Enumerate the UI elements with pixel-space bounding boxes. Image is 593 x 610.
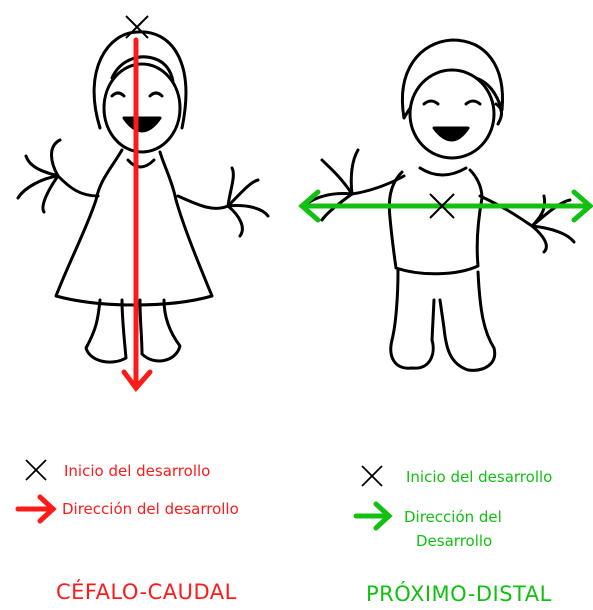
x-mark-icon bbox=[25, 459, 47, 481]
proximo-distal-arrow bbox=[298, 189, 593, 223]
girl-illustration bbox=[16, 30, 270, 364]
cephalo-caudal-arrow bbox=[121, 37, 153, 392]
arrow-right-icon bbox=[353, 501, 393, 531]
cephalo-direction-label: Dirección del desarrollo bbox=[62, 500, 239, 518]
cephalo-caudal-title: CÉFALO-CAUDAL bbox=[56, 580, 237, 604]
boy-illustration bbox=[304, 38, 576, 372]
cephalo-start-label: Inicio del desarrollo bbox=[64, 462, 211, 480]
proximo-direction-label-line1: Dirección del bbox=[404, 508, 502, 526]
proximo-start-label: Inicio del desarrollo bbox=[406, 468, 553, 486]
proximo-distal-title: PRÓXIMO-DISTAL bbox=[366, 582, 552, 606]
proximo-direction-label-line2: Desarrollo bbox=[416, 532, 493, 550]
arrow-right-icon bbox=[15, 494, 57, 524]
proximo-start-mark bbox=[429, 193, 455, 219]
cephalo-start-mark bbox=[125, 15, 149, 39]
x-mark-icon bbox=[361, 465, 383, 487]
